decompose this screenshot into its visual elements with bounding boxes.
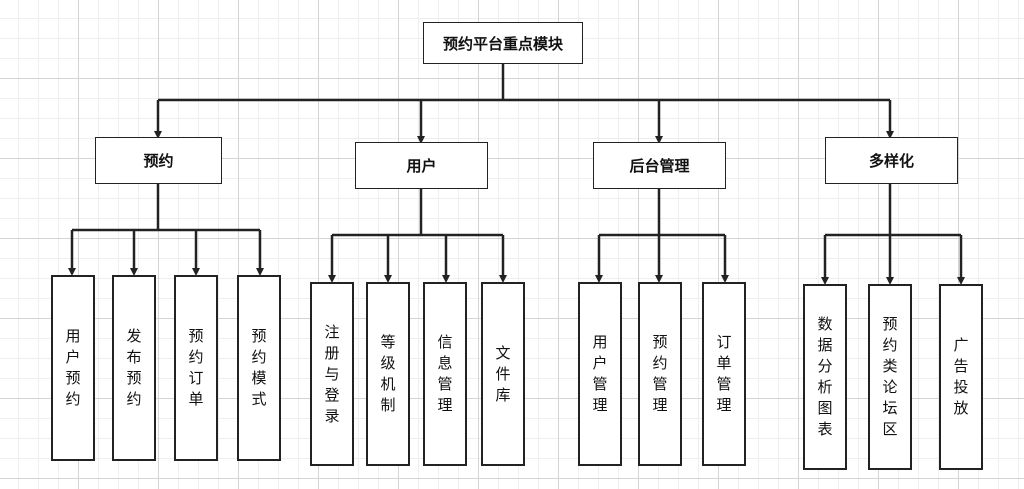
root-node: 预约平台重点模块 bbox=[423, 22, 583, 64]
category-label: 多样化 bbox=[868, 152, 914, 170]
leaf-node: 用户预约 bbox=[51, 275, 95, 461]
leaf-label: 预约类论坛区 bbox=[882, 315, 898, 438]
leaf-label: 信息管理 bbox=[437, 333, 453, 414]
leaf-node: 广告投放 bbox=[939, 284, 983, 470]
leaf-node: 预约类论坛区 bbox=[868, 284, 912, 470]
leaf-label: 订单管理 bbox=[716, 333, 732, 414]
leaf-node: 数据分析图表 bbox=[803, 284, 847, 470]
category-label: 后台管理 bbox=[629, 157, 690, 175]
category-label: 预约 bbox=[143, 152, 174, 170]
category-label: 用户 bbox=[406, 157, 437, 175]
leaf-node: 预约管理 bbox=[638, 282, 682, 466]
leaf-node: 等级机制 bbox=[366, 282, 410, 466]
leaf-node: 订单管理 bbox=[702, 282, 746, 466]
leaf-label: 广告投放 bbox=[953, 336, 969, 417]
leaf-label: 预约订单 bbox=[188, 327, 204, 408]
leaf-node: 用户管理 bbox=[578, 282, 622, 466]
category-node-user: 用户 bbox=[355, 142, 488, 189]
category-node-diversity: 多样化 bbox=[825, 137, 958, 184]
category-node-booking: 预约 bbox=[95, 137, 222, 184]
leaf-node: 信息管理 bbox=[423, 282, 467, 466]
leaf-label: 等级机制 bbox=[380, 333, 396, 414]
leaf-label: 注册与登录 bbox=[324, 322, 340, 425]
leaf-label: 用户管理 bbox=[592, 333, 608, 414]
leaf-label: 发布预约 bbox=[126, 327, 142, 408]
category-node-admin: 后台管理 bbox=[593, 142, 726, 189]
leaf-node: 注册与登录 bbox=[310, 282, 354, 466]
leaf-node: 预约订单 bbox=[174, 275, 218, 461]
leaf-node: 预约模式 bbox=[237, 275, 281, 461]
leaf-label: 用户预约 bbox=[65, 327, 81, 408]
leaf-label: 预约模式 bbox=[251, 327, 267, 408]
leaf-label: 文件库 bbox=[495, 343, 511, 404]
leaf-node: 文件库 bbox=[481, 282, 525, 466]
leaf-label: 数据分析图表 bbox=[817, 315, 833, 438]
leaf-label: 预约管理 bbox=[652, 333, 668, 414]
root-label: 预约平台重点模块 bbox=[442, 34, 563, 53]
leaf-node: 发布预约 bbox=[112, 275, 156, 461]
